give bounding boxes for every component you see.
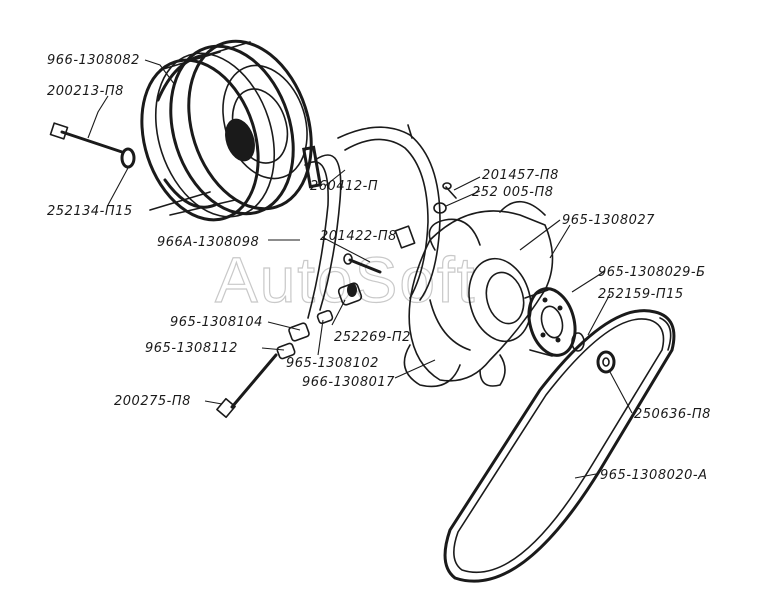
long-bolt-drawing bbox=[49, 122, 124, 154]
small-bolt-top-drawing bbox=[433, 182, 457, 214]
hub-drawing bbox=[524, 287, 577, 357]
label-washer-mid: 252269-П2 bbox=[334, 330, 411, 345]
label-bolt-small-top: 201457-П8 bbox=[482, 168, 559, 183]
belt-drawing bbox=[443, 309, 676, 583]
label-fan-top: 965-1308027 bbox=[562, 213, 655, 228]
label-pulley: 966-1308082 bbox=[47, 53, 140, 68]
label-bolt-mid: 201422-П8 bbox=[320, 229, 397, 244]
bolt-mid-drawing bbox=[343, 253, 382, 274]
fan-drawing bbox=[403, 200, 554, 388]
label-clamp: 966А-1308098 bbox=[157, 235, 259, 250]
label-spacer1: 965-1308104 bbox=[170, 315, 263, 330]
washer-left-drawing bbox=[120, 147, 136, 169]
leader-lines bbox=[87, 59, 633, 479]
label-nut: 250636-П8 bbox=[634, 407, 711, 422]
label-washer-hub: 252159-П15 bbox=[598, 287, 684, 302]
spacers-drawing bbox=[276, 282, 363, 360]
label-hub: 965-1308029-Б bbox=[598, 265, 706, 280]
bracket-drawing bbox=[302, 124, 441, 319]
part-labels: 966-1308082 200213-П8 252134-П15 260412-… bbox=[47, 53, 711, 483]
label-washer-left: 252134-П15 bbox=[47, 204, 133, 219]
label-belt: 965-1308020-А bbox=[600, 468, 708, 483]
label-spacer2: 965-1308112 bbox=[145, 341, 238, 356]
label-fan: 966-1308017 bbox=[302, 375, 395, 390]
nut-drawing bbox=[596, 350, 616, 374]
bolt-bottom-drawing bbox=[216, 353, 278, 419]
label-bolt-bottom: 200275-П8 bbox=[114, 394, 191, 409]
pulley-drawing bbox=[140, 39, 313, 222]
label-washer-small-top: 252 005-П8 bbox=[472, 185, 554, 200]
label-bracket: 260412-П bbox=[310, 179, 378, 194]
label-long-bolt: 200213-П8 bbox=[47, 84, 124, 99]
label-spacer3: 965-1308102 bbox=[286, 356, 379, 371]
